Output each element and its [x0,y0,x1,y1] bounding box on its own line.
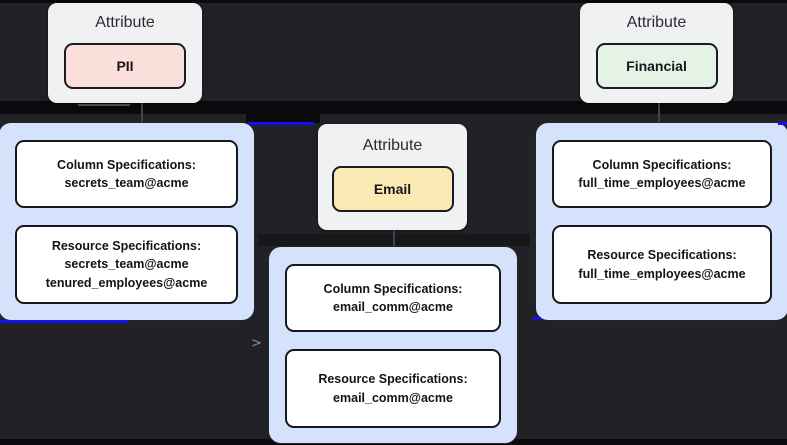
attribute-chip-financial[interactable]: Financial [595,43,718,89]
edge-segment-grey [78,104,130,106]
column-spec-values: email_comm@acme [333,300,453,314]
attribute-node-title: Attribute [626,14,687,31]
edge-band-top [0,0,787,3]
attribute-node-title: Attribute [95,14,155,31]
resource-spec-values: email_comm@acme [333,390,453,405]
attribute-node-email[interactable]: Attribute Email [318,124,467,230]
attribute-node-financial[interactable]: Attribute Financial [580,3,733,103]
selected-edge-top-right[interactable] [778,122,787,125]
column-specifications-box[interactable]: Column Specifications: secrets_team@acme [15,140,238,208]
attribute-chip-email[interactable]: Email [331,166,454,212]
attribute-node-pii[interactable]: Attribute PII [48,3,202,103]
attribute-chip-pii[interactable]: PII [64,43,186,89]
attribute-node-title: Attribute [362,137,423,154]
spec-node-secrets-team[interactable]: Column Specifications: secrets_team@acme… [0,122,255,321]
selected-edge-mid[interactable] [248,122,314,125]
selected-edge-bottom-left[interactable] [0,320,128,323]
column-spec-values: secrets_team@acme [64,176,189,190]
column-spec-label: Column Specifications: [57,157,196,172]
selected-edge-right-low[interactable] [533,317,541,320]
resource-specifications-box[interactable]: Resource Specifications: full_time_emplo… [552,225,772,304]
column-specifications-box[interactable]: Column Specifications: email_comm@acme [285,264,501,332]
resource-spec-values: secrets_team@acme tenured_employees@acme [45,257,208,290]
resource-specifications-box[interactable]: Resource Specifications: secrets_team@ac… [15,225,238,304]
edge-arrow-marker: > [251,336,262,351]
edge-band-under-attribute-cards [0,101,787,114]
column-spec-values: full_time_employees@acme [578,176,746,190]
resource-spec-label: Resource Specifications: [318,372,468,387]
edge-pii-to-left-spec[interactable] [141,101,143,122]
column-specifications-box[interactable]: Column Specifications: full_time_employe… [552,140,772,208]
spec-node-email-comm[interactable]: Column Specifications: email_comm@acme R… [268,246,518,444]
resource-specifications-box[interactable]: Resource Specifications: email_comm@acme [285,349,501,428]
column-spec-label: Column Specifications: [592,157,732,172]
resource-spec-label: Resource Specifications: [587,248,737,263]
resource-spec-label: Resource Specifications: [51,239,202,254]
edge-financial-to-right-spec[interactable] [658,101,660,122]
edge-email-to-middle-spec[interactable] [393,229,395,247]
column-spec-label: Column Specifications: [323,281,463,296]
resource-spec-values: full_time_employees@acme [578,266,746,281]
spec-node-full-time-employees[interactable]: Column Specifications: full_time_employe… [535,122,787,321]
edge-band-left-of-email [246,114,320,123]
